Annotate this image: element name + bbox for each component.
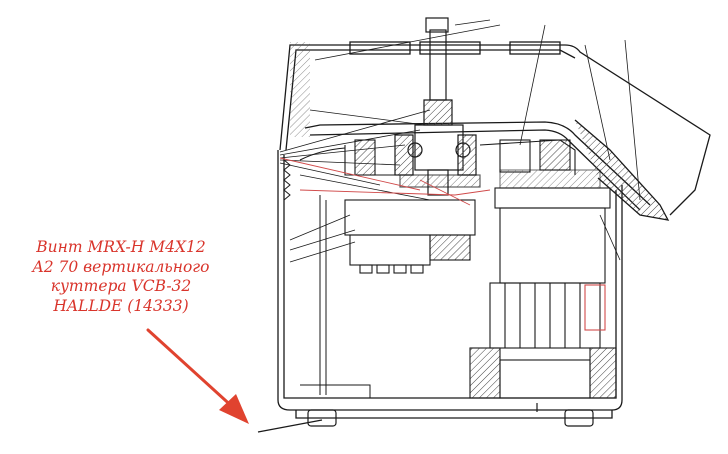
lid [279,41,711,221]
screw-caption: Винт MRX-H M4X12 A2 70 вертикального кут… [6,238,236,316]
leader-lines [279,19,641,263]
caption-line-3: куттера VCB-32 [50,277,192,295]
housing-outline [277,150,623,419]
pointer-arrow [146,328,249,424]
side-wall [283,159,371,398]
highlight-lines [279,157,491,206]
caption-line-2: A2 70 вертикального [32,257,210,276]
motor [469,139,617,399]
gear-block [344,199,476,274]
caption-line-4: HALLDE (14333) [53,296,189,315]
central-shaft [394,17,481,196]
machine-feet [257,403,594,433]
caption-line-1: Винт MRX-H M4X12 [36,238,206,256]
